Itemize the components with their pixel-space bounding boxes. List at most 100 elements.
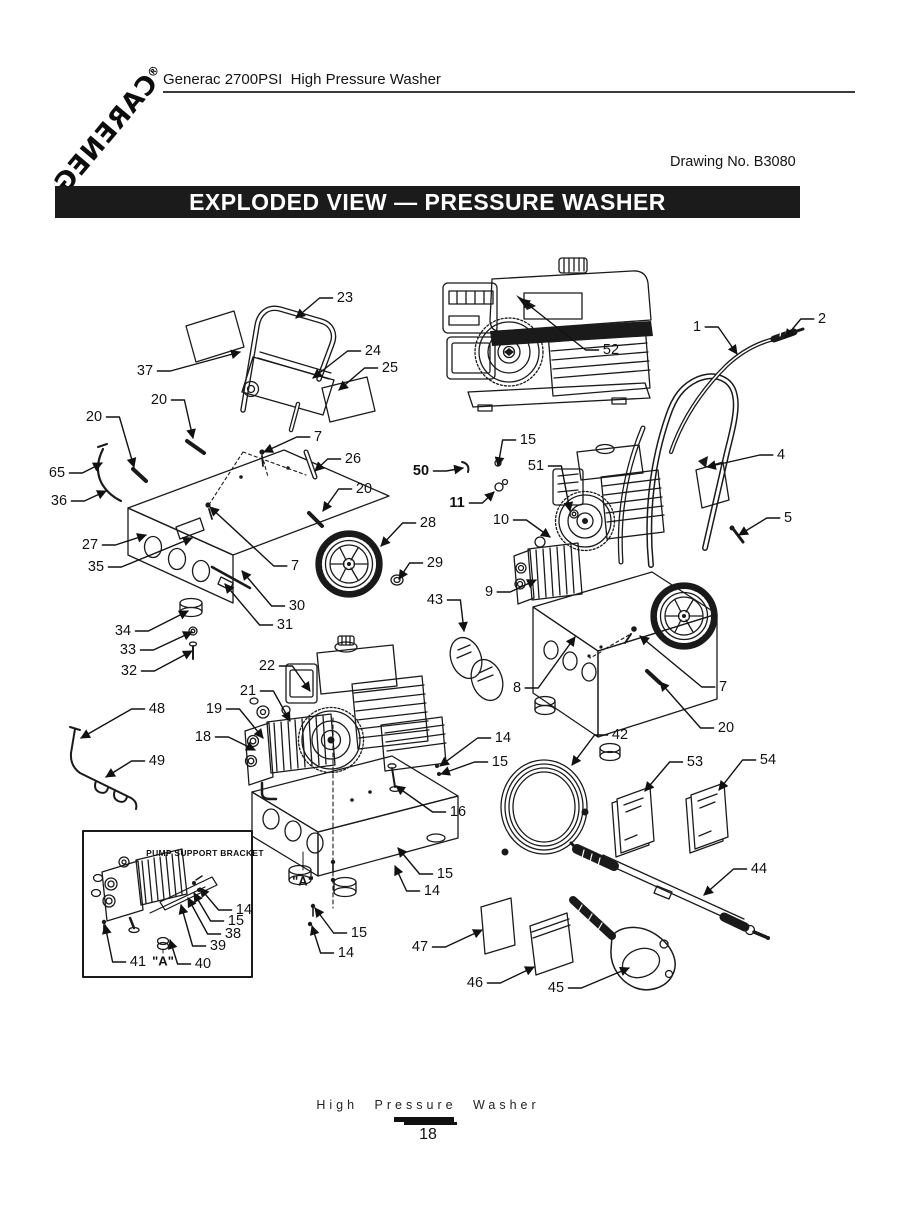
callout-leader [263,436,311,453]
callout-label: 38 [225,926,241,942]
callout-label: 14 [495,730,511,746]
header-rule [163,91,855,93]
callout-label: 30 [289,598,305,614]
callout-leader [105,416,137,468]
callout-leader [278,665,311,692]
callout-label: 20 [718,720,734,736]
callout-leader [224,583,274,626]
callout-label: 46 [467,975,483,991]
callout-leader [397,847,434,875]
accessories-illustration [69,636,770,991]
callout-leader [295,297,334,319]
callout-leader [431,929,483,948]
callout-label: 65 [49,465,65,481]
callout-label: "A" [292,874,314,889]
callout-label: 53 [687,754,703,770]
callout-leader [639,635,716,688]
callout-label: 20 [151,392,167,408]
callout-label: 15 [228,913,244,929]
callout-leader [322,488,353,512]
callout-label: 54 [760,752,776,768]
callout-label: 42 [612,727,628,743]
pump-support-bracket-inset: PUMP SUPPORT BRACKET [82,830,264,978]
callout-label: 23 [337,290,353,306]
callout-label: 22 [259,658,275,674]
footer-rule-thick [394,1117,454,1122]
callout-leader [644,761,684,792]
callout-leader [512,519,551,538]
callout-leader [314,458,342,472]
center-unit-illustration [244,635,459,927]
callout-leader [199,887,233,911]
section-banner: EXPLODED VIEW — PRESSURE WASHER [55,186,800,218]
callout-leader [80,708,146,739]
callout-label: 2 [818,311,826,327]
footer-rule-thin [404,1122,457,1125]
callout-label: 29 [427,555,443,571]
callout-leader [738,517,781,536]
callout-leader [524,636,576,689]
callout-leader [310,925,335,954]
callout-label: 9 [485,584,493,600]
callout-leader [241,570,286,607]
callout-label: 15 [351,925,367,941]
callout-leader [468,491,495,504]
callout-leader [338,367,379,391]
callout-leader [520,298,600,351]
callout-leader [486,966,535,984]
callout-label: 16 [450,804,466,820]
callout-leader [156,349,241,372]
page-number: 18 [419,1126,437,1143]
callout-leader [209,506,288,567]
callout-leader [140,650,193,672]
callout-label: 34 [115,623,131,639]
callout-label: 27 [82,537,98,553]
callout-leader [105,760,146,778]
callout-label: 40 [195,956,211,972]
callout-label: 47 [412,939,428,955]
callout-label: 50 [413,463,429,479]
callout-leader [440,761,489,776]
callout-leader [567,966,630,989]
callout-label: 4 [777,447,785,463]
callout-leader [380,522,417,547]
callout-leader [101,924,127,963]
callout-label: 31 [277,617,293,633]
callout-leader [395,785,447,813]
callout-leader [703,868,748,896]
callout-label: 5 [784,510,792,526]
callout-label: 33 [120,642,136,658]
callout-leader [547,465,574,512]
callout-leader [784,318,815,339]
callout-leader [187,897,222,935]
callout-leader [134,610,189,632]
callout-leader [139,631,193,651]
callout-label: 36 [51,493,67,509]
callout-leader [659,681,715,729]
callout-leader [432,464,464,475]
callout-leader [259,690,291,722]
callout-label: 7 [314,429,322,445]
callout-label: 14 [338,945,354,961]
callout-label: 21 [240,683,256,699]
callout-label: 52 [603,342,619,358]
drawing-number: Drawing No. B3080 [670,154,796,170]
callout-label: 7 [291,558,299,574]
callout-leader [312,350,362,379]
callout-leader [314,907,348,934]
callout-label: 20 [356,481,372,497]
callout-label: 28 [420,515,436,531]
callout-leader [446,599,468,632]
callout-leader [107,536,193,568]
callout-leader [68,462,103,474]
callout-label: 11 [449,495,464,511]
callout-leader [571,734,609,766]
callout-leader [170,399,196,439]
callout-label: 25 [382,360,398,376]
callout-label: 24 [365,343,381,359]
callout-label: 14 [424,883,440,899]
callout-label: 14 [236,902,252,918]
